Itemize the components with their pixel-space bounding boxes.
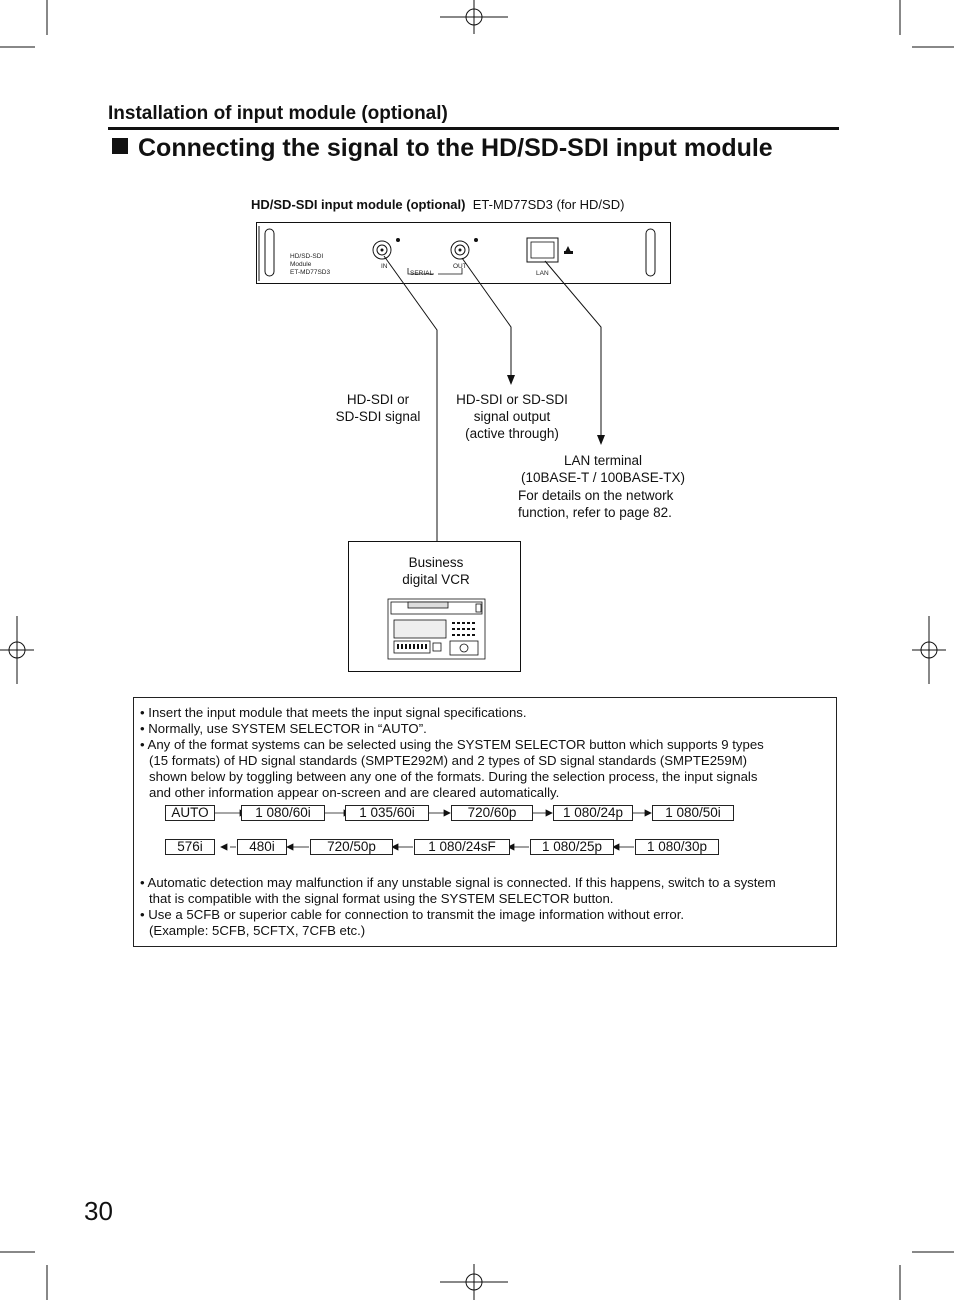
note-line: that is compatible with the signal forma… xyxy=(149,891,614,906)
format-box: 1 080/24p xyxy=(553,805,633,821)
output-callout-line1: HD-SDI or SD-SDI xyxy=(456,392,568,407)
lan-label: LAN xyxy=(536,270,549,277)
note-line: • Any of the format systems can be selec… xyxy=(140,737,764,752)
sdi-in-connector-icon xyxy=(372,238,400,260)
lan-arrow-icon xyxy=(597,435,605,445)
input-callout: HD-SDI or SD-SDI signal xyxy=(320,391,436,425)
output-cable-line xyxy=(461,257,512,380)
output-callout-line3: (active through) xyxy=(465,426,559,441)
note-line: • Use a 5CFB or superior cable for conne… xyxy=(140,907,685,922)
vcr-box xyxy=(348,541,521,672)
vcr-label: Business digital VCR xyxy=(376,554,496,588)
module-title: HD/SD-SDI input module (optional) ET-MD7… xyxy=(251,197,624,212)
format-box: 576i xyxy=(165,839,215,855)
module-panel xyxy=(256,222,671,284)
output-callout: HD-SDI or SD-SDI signal output (active t… xyxy=(442,391,582,442)
section-rule xyxy=(108,127,839,130)
sdi-out-connector-icon xyxy=(450,238,478,260)
notes-box: • Insert the input module that meets the… xyxy=(133,697,837,947)
output-callout-line2: signal output xyxy=(473,409,551,424)
format-box: 1 080/50i xyxy=(652,805,734,821)
module-title-model: ET-MD77SD3 (for HD/SD) xyxy=(472,197,625,212)
format-box: 1 035/60i xyxy=(345,805,429,821)
format-flow-arrows xyxy=(214,809,652,851)
input-cable-line xyxy=(383,255,438,541)
note-line: (Example: 5CFB, 5CFTX, 7CFB etc.) xyxy=(149,923,366,938)
format-box: 720/50p xyxy=(310,839,393,855)
note-line: • Insert the input module that meets the… xyxy=(140,705,527,720)
square-bullet-icon xyxy=(112,138,128,154)
format-box: 1 080/24sF xyxy=(414,839,510,855)
lan-note-line2: function, refer to page 82. xyxy=(518,505,672,520)
lan-callout: LAN terminal (10BASE-T / 100BASE-TX) xyxy=(513,452,693,486)
note-line: and other information appear on-screen a… xyxy=(149,785,560,800)
page-title: Connecting the signal to the HD/SD-SDI i… xyxy=(112,134,773,163)
input-callout-line2: SD-SDI signal xyxy=(335,409,421,424)
note-line: (15 formats) of HD signal standards (SMP… xyxy=(149,753,748,768)
serial-label: SERIAL xyxy=(410,270,434,277)
lan-note: For details on the network function, ref… xyxy=(518,487,673,521)
format-box: AUTO xyxy=(165,805,215,821)
input-callout-line1: HD-SDI or xyxy=(346,392,410,407)
panel-label-line2: Module xyxy=(290,261,312,268)
output-arrow-icon xyxy=(507,375,515,385)
format-box: 1 080/60i xyxy=(241,805,325,821)
note-line: • Normally, use SYSTEM SELECTOR in “AUTO… xyxy=(140,721,427,736)
page-number: 30 xyxy=(84,1196,113,1226)
lan-callout-line1: LAN terminal xyxy=(563,453,643,468)
lan-port-icon xyxy=(526,237,573,263)
module-title-name: HD/SD-SDI input module (optional) xyxy=(251,197,466,212)
format-box: 720/60p xyxy=(451,805,533,821)
note-line: shown below by toggling between any one … xyxy=(149,769,758,784)
lan-cable-line xyxy=(544,260,602,437)
vcr-icon xyxy=(387,598,486,660)
format-box: 1 080/30p xyxy=(635,839,719,855)
vcr-label-line2: digital VCR xyxy=(402,572,470,587)
note-line: • Automatic detection may malfunction if… xyxy=(140,875,776,890)
page-title-text: Connecting the signal to the HD/SD-SDI i… xyxy=(138,134,773,162)
format-box: 1 080/25p xyxy=(530,839,614,855)
lan-note-line1: For details on the network xyxy=(518,488,674,503)
format-box: 480i xyxy=(237,839,287,855)
connection-lines xyxy=(383,255,602,541)
panel-label-line3: ET-MD77SD3 xyxy=(290,269,331,276)
out-label: OUT xyxy=(453,263,467,270)
vcr-label-line1: Business xyxy=(408,555,464,570)
panel-label-line1: HD/SD-SDI xyxy=(290,253,324,260)
in-label: IN xyxy=(381,263,388,270)
section-title: Installation of input module (optional) xyxy=(108,103,448,124)
lan-callout-line2: (10BASE-T / 100BASE-TX) xyxy=(520,470,686,485)
